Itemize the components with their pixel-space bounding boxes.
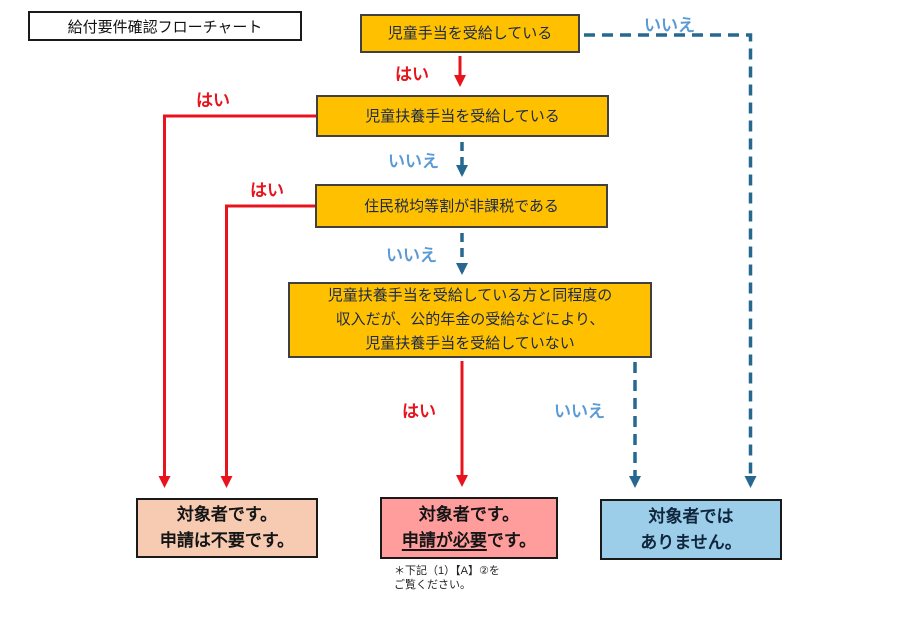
edge-label-yes-q4: はい [402,402,436,421]
result-text-rest: です。 [486,531,537,550]
result-text-line: 対象者です。 [176,505,278,524]
footnote-line: ＊下記（1）【A】②を [394,565,500,577]
underlined-application-required: 申請が必要 [401,531,487,550]
edge-label-no-q4: いいえ [554,402,605,421]
question-text-line: 児童扶養手当を受給していない [365,335,575,352]
flowchart-title: 給付要件確認フローチャート [67,18,263,36]
edge-label-no-q2: いいえ [388,152,439,171]
result-text-line: 申請は不要です。 [159,531,295,550]
result-eligible-application-required: 対象者です。 申請が必要です。 [380,497,558,559]
result-not-eligible: 対象者では ありません。 [600,499,782,560]
question-child-allowance: 児童手当を受給している [360,14,580,53]
question-resident-tax-exempt: 住民税均等割が非課税である [315,184,608,228]
edge-label-yes-q3: はい [250,181,284,200]
result-text-line: 対象者では [648,506,734,526]
question-text-line: 児童扶養手当を受給している方と同程度の [327,287,613,304]
footnote-line: ご覧ください。 [394,579,471,591]
edge-label-no-q3: いいえ [386,246,437,265]
result-text-line: ありません。 [640,532,742,552]
edge-label-no-q1: いいえ [644,16,695,35]
question-pension-income-equivalent: 児童扶養手当を受給している方と同程度の 収入だが、公的年金の受給などにより、 児… [288,282,652,358]
question-text: 児童手当を受給している [387,25,553,42]
result-text-line: 対象者です。 [418,505,520,524]
edge-label-yes-q2: はい [196,91,230,110]
question-text-line: 収入だが、公的年金の受給などにより、 [335,311,605,328]
flowchart-title-box: 給付要件確認フローチャート [28,11,302,41]
result-eligible-no-application: 対象者です。 申請は不要です。 [136,498,318,558]
footnote: ＊下記（1）【A】②を ご覧ください。 [394,564,500,592]
question-text: 住民税均等割が非課税である [364,197,559,215]
question-child-rearing-allowance: 児童扶養手当を受給している [316,95,609,137]
question-text: 児童扶養手当を受給している [365,107,560,125]
edge-label-yes-q1: はい [395,65,429,84]
result-text-line: 申請が必要です。 [402,528,536,554]
